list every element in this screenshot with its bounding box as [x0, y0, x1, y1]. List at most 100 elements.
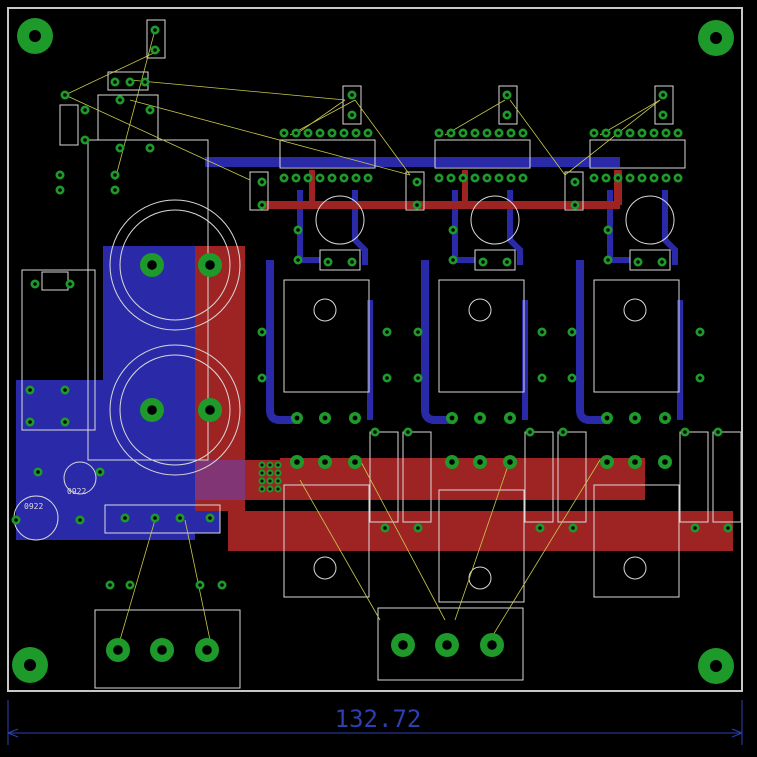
pad-drill [157, 645, 167, 655]
pad-drill [178, 516, 182, 520]
pad-drill [606, 228, 610, 232]
pad-drill [604, 459, 610, 465]
pad-drill [330, 131, 334, 135]
pad-drill [128, 583, 132, 587]
pad-drill [282, 176, 286, 180]
pad-drill [473, 131, 477, 135]
pad-drill [505, 93, 509, 97]
pad-drill [664, 131, 668, 135]
pad-drill [366, 176, 370, 180]
pad-drill [36, 470, 40, 474]
pad-drill [78, 518, 82, 522]
pad-drill [294, 176, 298, 180]
pad-drill [322, 459, 328, 465]
pad-drill [449, 131, 453, 135]
pad-drill [538, 526, 542, 530]
pad-drill [260, 376, 264, 380]
pad-drill [385, 376, 389, 380]
pad-drill [330, 176, 334, 180]
pad-drill [661, 113, 665, 117]
pad-drill [366, 131, 370, 135]
pad-drill [664, 176, 668, 180]
pad-drill [260, 180, 264, 184]
pad-drill [604, 415, 610, 421]
pad-drill [276, 463, 280, 467]
pad-drill [573, 203, 577, 207]
pad-drill [118, 98, 122, 102]
pad-drill [83, 138, 87, 142]
pad-drill [461, 131, 465, 135]
pad-drill [477, 459, 483, 465]
pad-drill [108, 583, 112, 587]
pad-drill [660, 260, 664, 264]
pad-drill [521, 131, 525, 135]
pad-drill [676, 131, 680, 135]
pad-drill [208, 516, 212, 520]
pad-drill [322, 415, 328, 421]
pad-drill [83, 108, 87, 112]
pad-drill [58, 188, 62, 192]
pad-drill [153, 516, 157, 520]
pad-drill [205, 260, 215, 270]
pad-drill [143, 80, 147, 84]
pad-drill [693, 526, 697, 530]
pad-drill [260, 471, 264, 475]
pad-drill [205, 405, 215, 415]
pad-drill [416, 376, 420, 380]
pad-drill [276, 479, 280, 483]
pad-drill [354, 131, 358, 135]
mounting-holes [12, 18, 734, 684]
pad-drill [461, 176, 465, 180]
pad-drill [437, 131, 441, 135]
copper-overlap-region [195, 460, 245, 500]
pad-drill [352, 459, 358, 465]
pad-drill [342, 176, 346, 180]
pad-drill [652, 131, 656, 135]
pad-drill [352, 415, 358, 421]
pad-drill [477, 415, 483, 421]
pad-drill [202, 645, 212, 655]
component-label-1: 0922 [67, 487, 86, 496]
pad-drill [540, 376, 544, 380]
pad-drill [698, 376, 702, 380]
pad-drill [294, 131, 298, 135]
pad-drill [98, 470, 102, 474]
pad-drill [415, 180, 419, 184]
pad-drill [505, 260, 509, 264]
pad-drill [260, 487, 264, 491]
pad-drill [318, 131, 322, 135]
pad-drill [118, 146, 122, 150]
pad-drill [661, 93, 665, 97]
pad-drill [406, 430, 410, 434]
pad-drill [509, 176, 513, 180]
pad-drill [451, 228, 455, 232]
pad-drill [449, 415, 455, 421]
pad-drill [640, 131, 644, 135]
pad-drill [726, 526, 730, 530]
pad-drill [570, 330, 574, 334]
pad-drill [449, 176, 453, 180]
pad-drill [113, 173, 117, 177]
pad-drill [521, 176, 525, 180]
pad-drill [260, 479, 264, 483]
pads [11, 25, 733, 662]
pad-drill [33, 282, 37, 286]
pad-drill [509, 131, 513, 135]
pad-drill [415, 203, 419, 207]
pad-drill [485, 176, 489, 180]
pad-drill [260, 203, 264, 207]
pad-drill [350, 113, 354, 117]
pad-drill [268, 463, 272, 467]
pad-drill [260, 330, 264, 334]
pad-drill [113, 80, 117, 84]
pad-drill [123, 516, 127, 520]
pad-drill [497, 131, 501, 135]
pad-drill [571, 526, 575, 530]
pad-drill [683, 430, 687, 434]
pad-drill [481, 260, 485, 264]
pad-drill [260, 463, 264, 467]
pad-drill [632, 459, 638, 465]
pad-drill [652, 176, 656, 180]
pad-drill [68, 282, 72, 286]
